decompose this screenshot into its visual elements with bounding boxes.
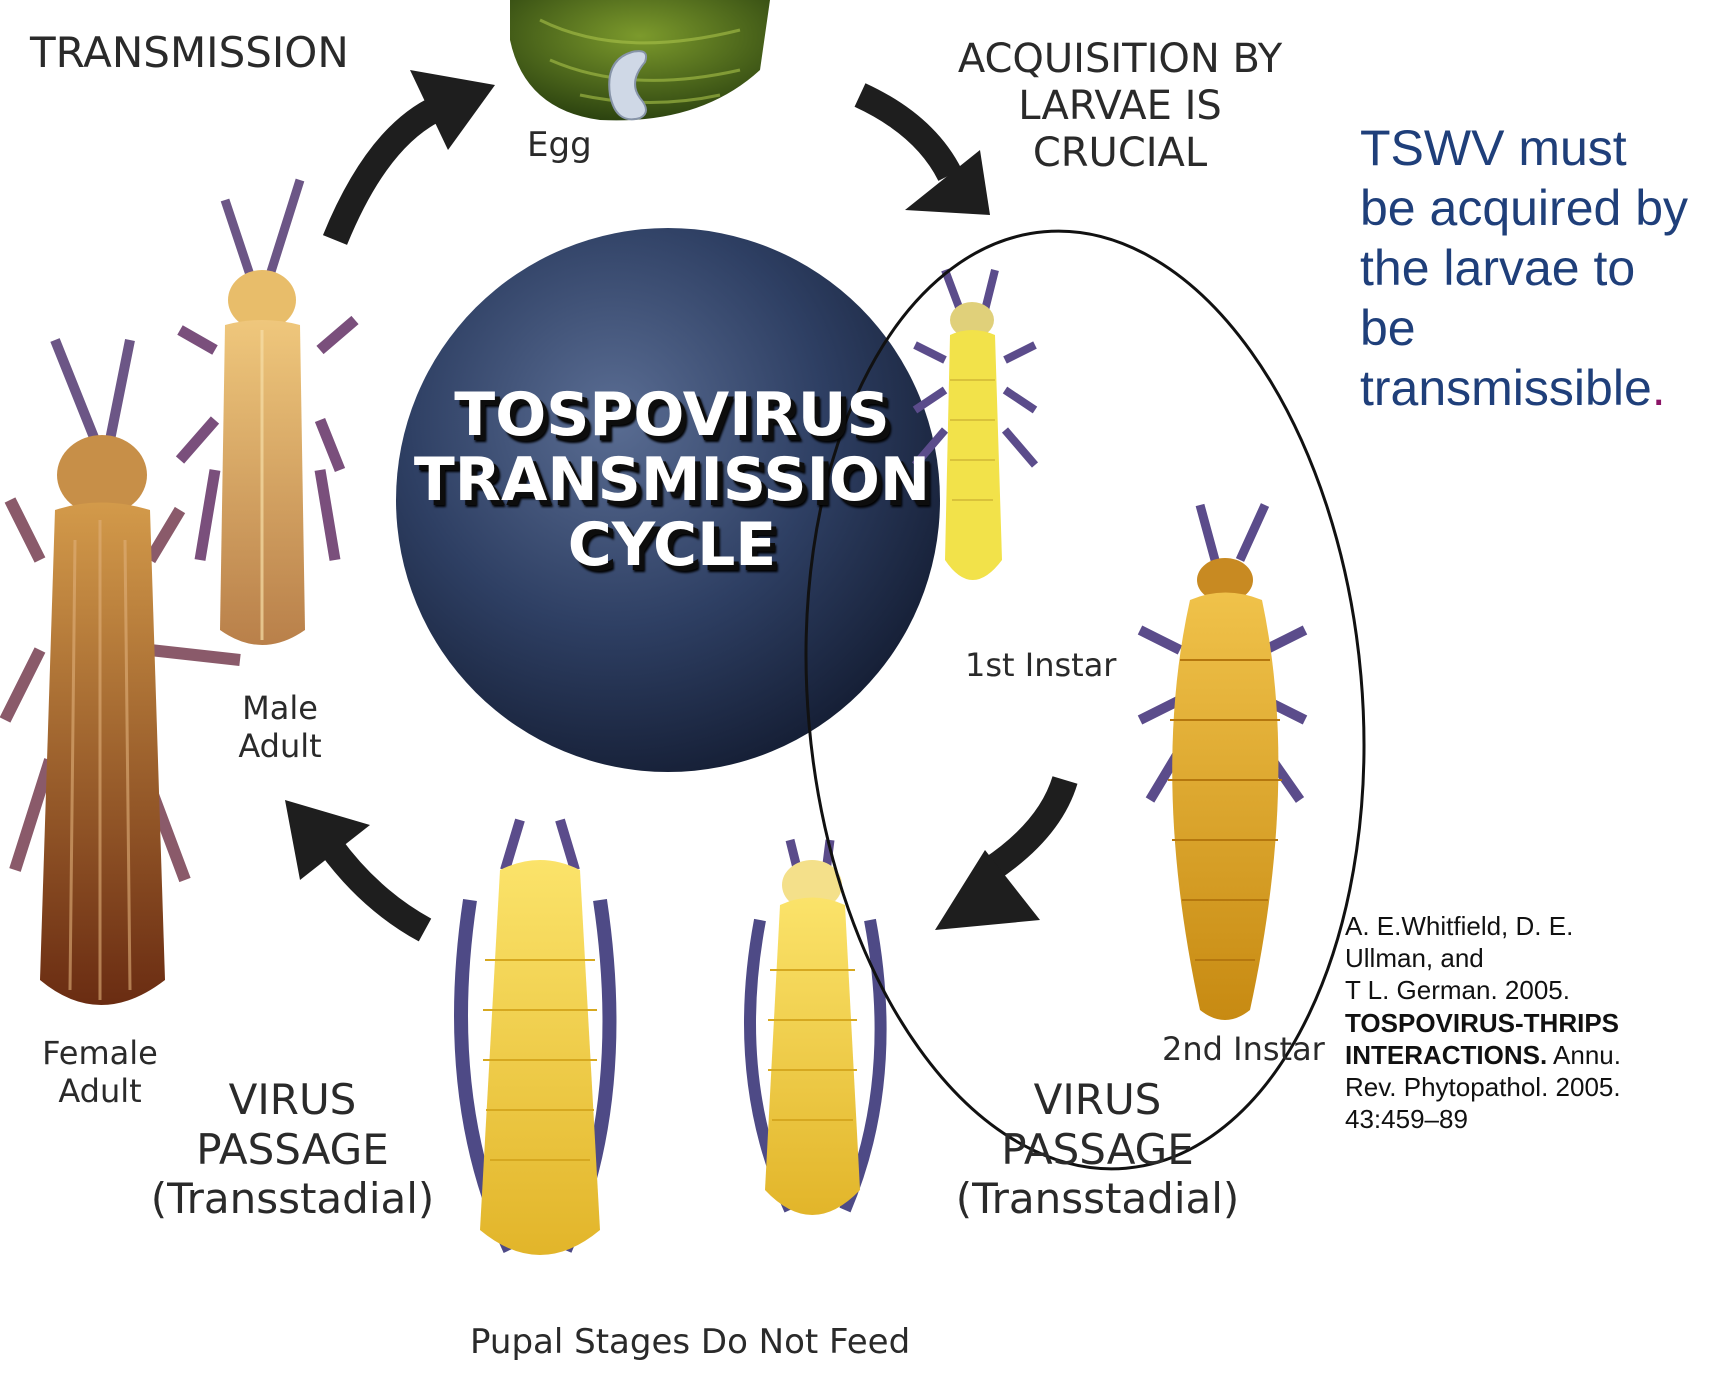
prepupa-image bbox=[461, 820, 609, 1255]
acquisition-label: ACQUISITION BY LARVAE IS CRUCIAL bbox=[950, 36, 1290, 178]
center-title: TOSPOVIRUS TRANSMISSION CYCLE bbox=[392, 383, 952, 577]
first-instar-label: 1st Instar bbox=[965, 647, 1116, 685]
pupa-image bbox=[750, 840, 881, 1215]
female-adult-label: Female Adult bbox=[35, 1035, 165, 1111]
egg-label: Egg bbox=[527, 125, 592, 165]
second-instar-larva-image bbox=[1140, 505, 1305, 1020]
virus-passage-right-label: VIRUS PASSAGE (Transstadial) bbox=[955, 1075, 1240, 1224]
arrow-pupa-to-adult bbox=[285, 800, 425, 930]
arrow-larvae-to-pupa bbox=[935, 780, 1065, 930]
transmission-label: TRANSMISSION bbox=[30, 28, 349, 78]
arrow-male-to-egg bbox=[335, 70, 495, 240]
citation: A. E.Whitfield, D. E. Ullman, and T L. G… bbox=[1345, 910, 1725, 1136]
male-adult-thrips-image bbox=[180, 180, 355, 645]
pupal-stages-label: Pupal Stages Do Not Feed bbox=[470, 1322, 890, 1362]
male-adult-label: Male Adult bbox=[235, 690, 325, 766]
virus-passage-left-label: VIRUS PASSAGE (Transstadial) bbox=[150, 1075, 435, 1224]
second-instar-label: 2nd Instar bbox=[1162, 1031, 1325, 1069]
side-note: TSWV must be acquired by the larvae to b… bbox=[1360, 118, 1720, 418]
